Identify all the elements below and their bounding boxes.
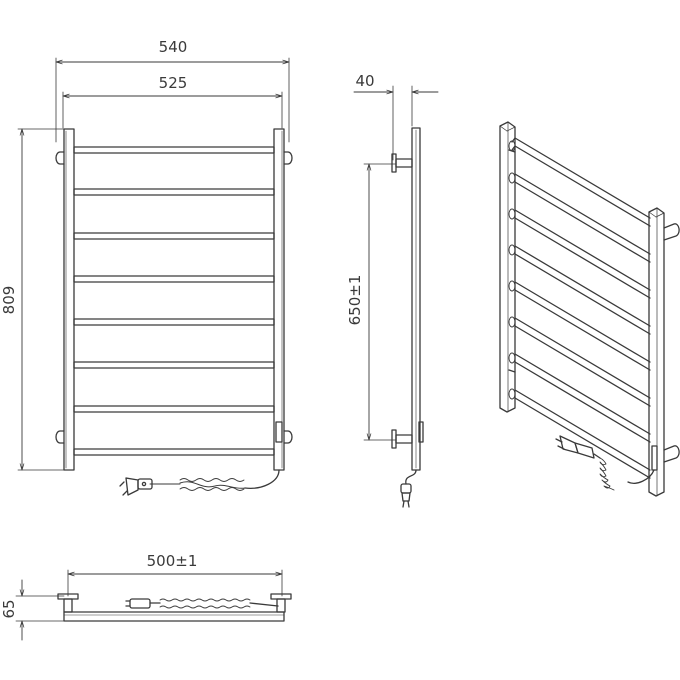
left-upright [63, 128, 75, 471]
wall-mounts [55, 151, 293, 444]
side-bottom-mount [391, 429, 413, 449]
iso-power-cord [555, 435, 658, 491]
bottom-view: 500±1 65 [0, 552, 292, 641]
bottom-frame-bar [63, 611, 285, 622]
front-rungs [73, 146, 275, 456]
dimension-label-809: 809 [0, 286, 18, 315]
dimension-label-65: 65 [0, 599, 18, 618]
side-top-mount [391, 153, 413, 173]
dimension-40: 40 [353, 72, 439, 161]
front-view: 540 525 809 [0, 38, 293, 496]
iso-rungs [508, 137, 651, 479]
dimension-540: 540 [55, 38, 290, 143]
dimension-809: 809 [0, 128, 65, 471]
iso-left-upright [499, 121, 516, 413]
dimension-500: 500±1 [67, 552, 283, 597]
dimension-label-525: 525 [159, 74, 188, 92]
dimension-label-650: 650±1 [346, 275, 364, 326]
dimension-label-540: 540 [159, 38, 188, 56]
bottom-power-cord [125, 598, 279, 609]
heater-element [275, 421, 283, 443]
isometric-view [499, 121, 680, 497]
iso-wall-mounts [508, 149, 680, 463]
dimension-650: 650±1 [346, 163, 397, 441]
dimension-525: 525 [62, 74, 283, 129]
side-power-cord [400, 469, 417, 508]
dimension-label-500: 500±1 [147, 552, 198, 570]
side-heater-element [418, 421, 424, 443]
side-view: 40 650±1 [346, 72, 439, 508]
dimension-label-40: 40 [355, 72, 374, 90]
dimension-65: 65 [0, 579, 65, 641]
power-cord [119, 469, 280, 496]
right-upright [273, 128, 285, 471]
